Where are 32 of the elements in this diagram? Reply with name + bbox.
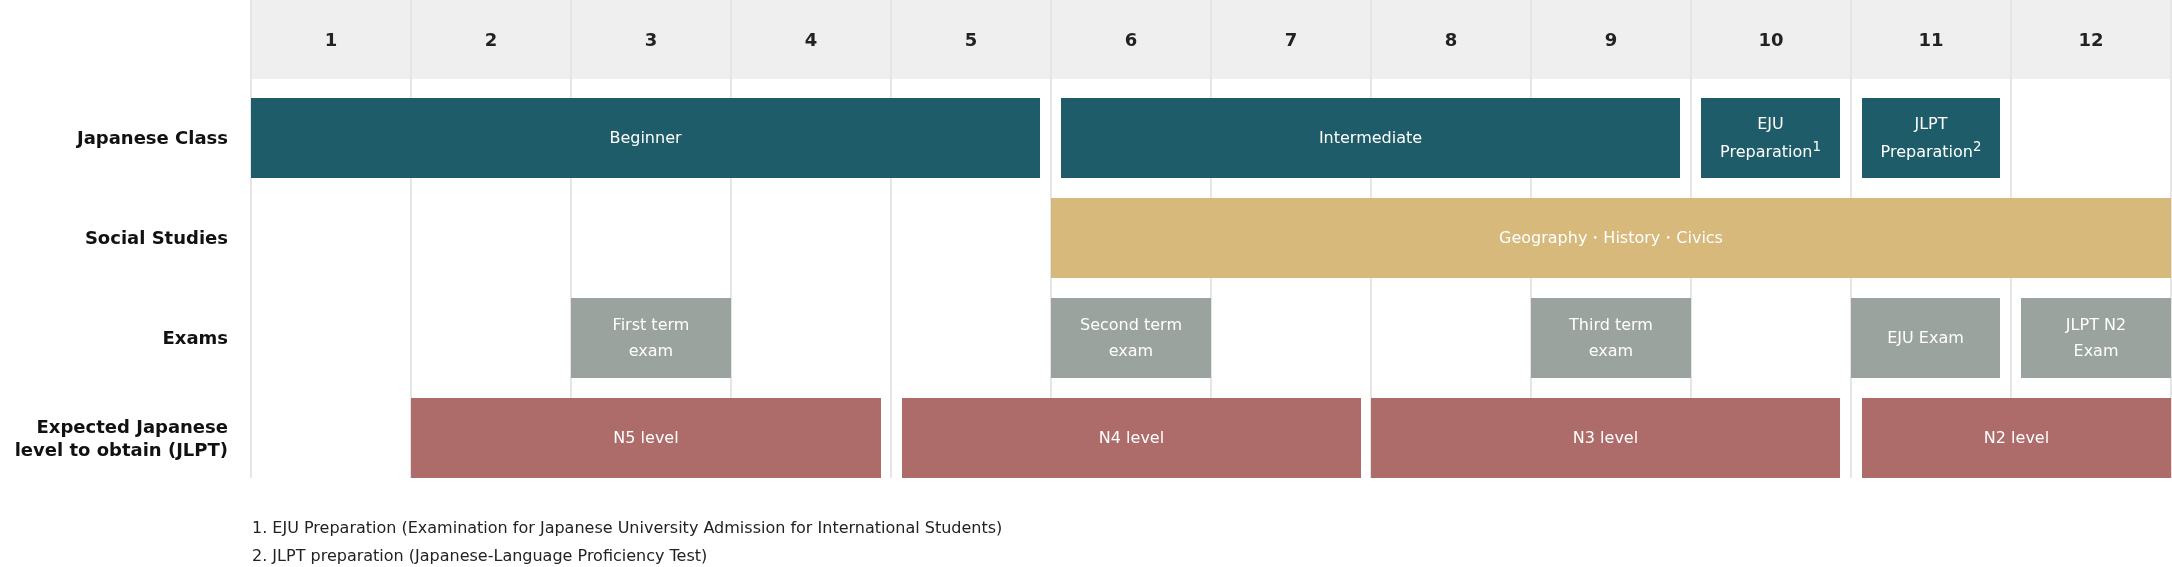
row-label: Expected Japanese level to obtain (JLPT) [13, 414, 228, 462]
column-header: 7 [1212, 0, 1370, 79]
timeline-bar: First term exam [571, 298, 731, 378]
column-header: 10 [1692, 0, 1850, 79]
column-header: 9 [1532, 0, 1690, 79]
footnote: 1. EJU Preparation (Examination for Japanese University Admission for International Students) [252, 518, 1003, 537]
timeline-bar: N3 level [1371, 398, 1840, 478]
column-header: 4 [732, 0, 890, 79]
row-label: Japanese Class [75, 126, 228, 151]
column-header: 5 [892, 0, 1050, 79]
column-header: 3 [572, 0, 730, 79]
column-header: 11 [1852, 0, 2010, 79]
timeline-bar: EJU Preparation$^{1}$ [1701, 98, 1840, 178]
row-label: Exams [161, 326, 228, 351]
timeline-bar: Beginner [251, 98, 1040, 178]
timeline-bar: N5 level [411, 398, 881, 478]
timeline-bar: JLPT Preparation$^{2}$ [1862, 98, 2000, 178]
row-label: Social Studies [83, 226, 228, 251]
timeline-bar: Second term exam [1051, 298, 1211, 378]
timeline-bar: N4 level [902, 398, 1361, 478]
timeline-bar: N2 level [1862, 398, 2171, 478]
timeline-bar: Geography・History・Civics [1051, 198, 2171, 278]
column-header: 8 [1372, 0, 1530, 79]
timeline-bar: JLPT N2 Exam [2021, 298, 2171, 378]
column-header: 6 [1052, 0, 1210, 79]
timeline-bar: Intermediate [1061, 98, 1680, 178]
column-header: 1 [252, 0, 410, 79]
column-header: 12 [2012, 0, 2170, 79]
timeline-bar: Third term exam [1531, 298, 1691, 378]
footnote: 2. JLPT preparation (Japanese-Language Proficiency Test) [252, 546, 708, 565]
timeline-bar: EJU Exam [1851, 298, 2000, 378]
column-header: 2 [412, 0, 570, 79]
